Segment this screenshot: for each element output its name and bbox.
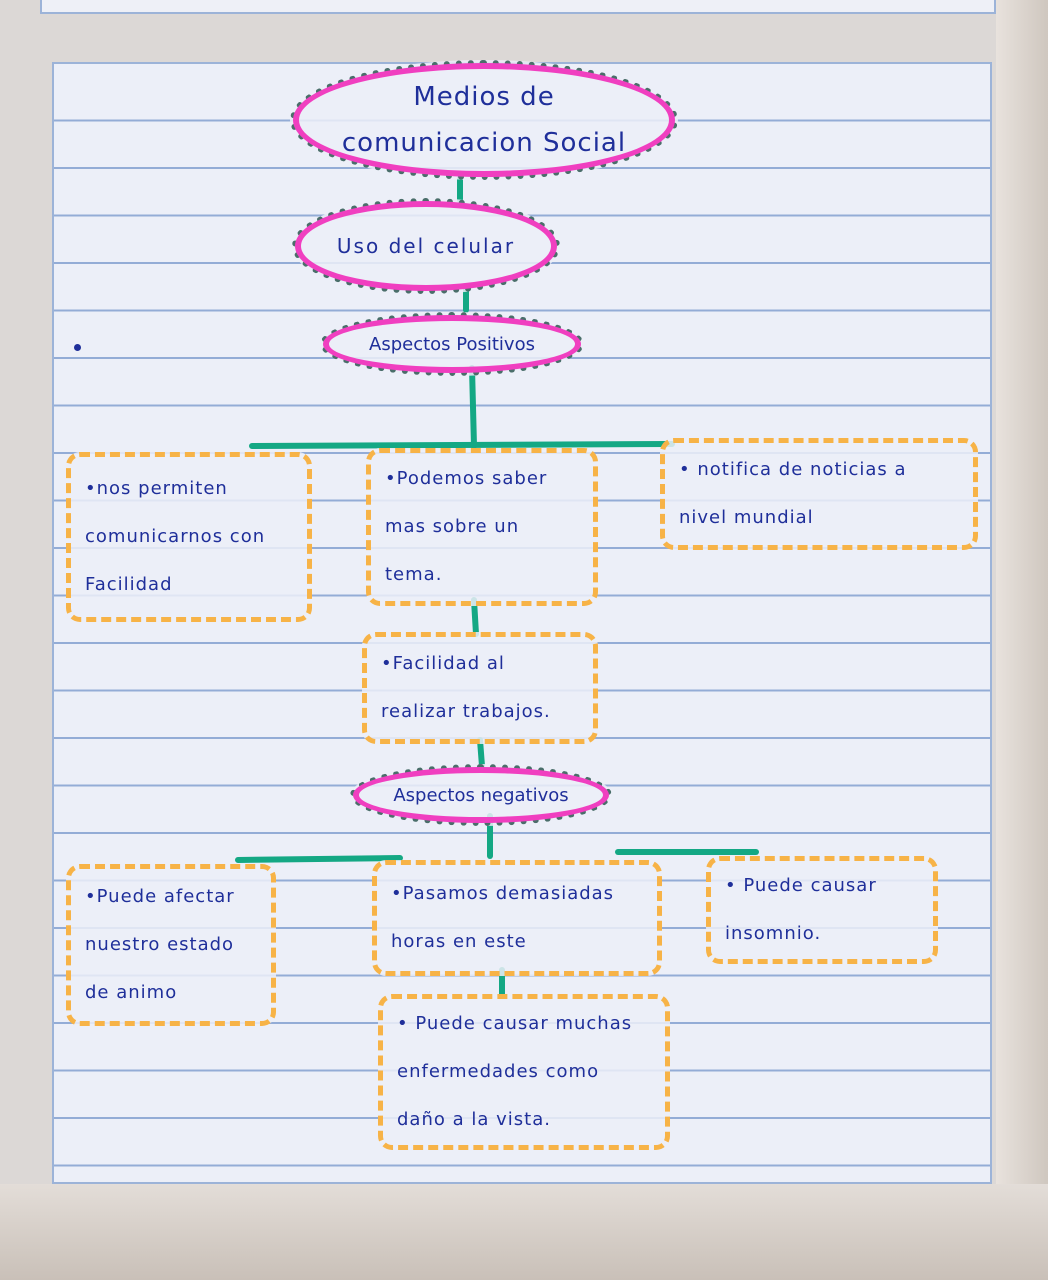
connector-positive-stem [469, 365, 477, 449]
notebook-edge-right [996, 0, 1048, 1280]
negative-item-1-text: •Puede afectar nuestro estado de animo [85, 886, 235, 1003]
connector-negative-branch [235, 855, 403, 863]
title-node: Medios de comunicacion Social [290, 60, 678, 180]
negative-heading-text: Aspectos negativos [393, 784, 569, 806]
negative-item-3: • Puede causar insomnio. [706, 856, 938, 964]
negative-item-4: • Puede causar muchas enfermedades como … [378, 994, 670, 1150]
negative-item-3-text: • Puede causar insomnio. [725, 875, 877, 944]
negative-item-2-text: •Pasamos demasiadas horas en este [391, 883, 615, 952]
positive-item-2: •Podemos saber mas sobre un tema. [366, 448, 598, 606]
positive-heading-node: Aspectos Positivos [320, 312, 584, 376]
topic-text: Uso del celular [336, 234, 516, 258]
positive-item-3: • notifica de noticias a nivel mundial [660, 438, 978, 550]
notebook-edge-bottom [0, 1184, 1048, 1280]
positive-item-1: •nos permiten comunicarnos con Facilidad [66, 452, 312, 622]
connector-pos-item4-negative [477, 737, 485, 769]
stray-dot [74, 344, 81, 351]
positive-item-2-text: •Podemos saber mas sobre un tema. [385, 468, 548, 585]
previous-page-edge [40, 0, 996, 14]
positive-item-4: •Facilidad al realizar trabajos. [362, 632, 598, 744]
negative-item-1: •Puede afectar nuestro estado de animo [66, 864, 276, 1026]
negative-item-2: •Pasamos demasiadas horas en este [372, 860, 662, 976]
negative-item-4-text: • Puede causar muchas enfermedades como … [397, 1013, 633, 1130]
positive-item-4-text: •Facilidad al realizar trabajos. [381, 653, 551, 722]
title-text: Medios de comunicacion Social [341, 82, 627, 158]
positive-item-3-text: • notifica de noticias a nivel mundial [679, 459, 907, 528]
topic-node: Uso del celular [292, 198, 560, 294]
connector-positive-branch [249, 441, 675, 449]
positive-heading-text: Aspectos Positivos [369, 333, 535, 355]
negative-heading-node: Aspectos negativos [350, 764, 612, 826]
positive-item-1-text: •nos permiten comunicarnos con Facilidad [85, 478, 266, 595]
